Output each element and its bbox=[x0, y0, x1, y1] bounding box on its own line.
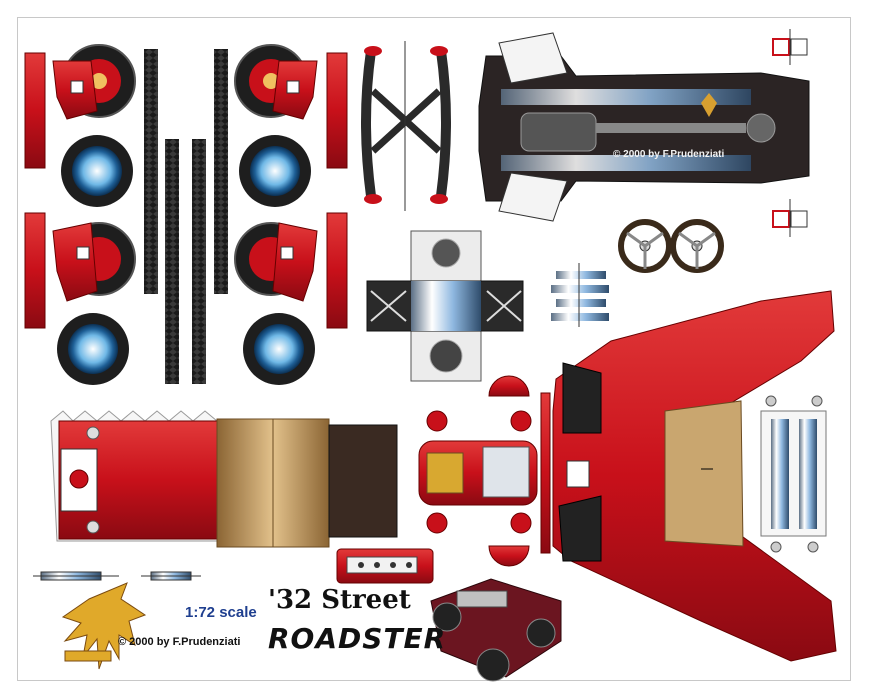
chassis-underside-part bbox=[478, 32, 810, 222]
rear-wheel-fender-part bbox=[234, 222, 318, 302]
windshield-frame-part bbox=[760, 395, 827, 553]
fender-cap-part bbox=[488, 545, 530, 567]
mirror-tab bbox=[772, 199, 808, 237]
rear-wheel-fender-part bbox=[52, 44, 136, 120]
steering-wheel-part bbox=[670, 219, 724, 273]
fender-strip bbox=[24, 52, 46, 169]
fender-strip bbox=[24, 212, 46, 329]
fender-strip bbox=[326, 212, 348, 329]
engine-box-part bbox=[366, 230, 524, 382]
hubcap-wheel bbox=[57, 313, 129, 385]
dashboard-part bbox=[336, 548, 434, 584]
tire-tread-strip bbox=[192, 139, 206, 384]
tire-tread-strip bbox=[144, 49, 158, 294]
tire-tread-strip bbox=[165, 139, 179, 384]
model-photo bbox=[430, 578, 562, 682]
hubcap-wheel bbox=[243, 313, 315, 385]
fender-strip bbox=[540, 392, 551, 554]
papercraft-sheet: © 2000 by F.Prudenziati bbox=[17, 17, 851, 682]
body-side-part bbox=[50, 410, 398, 548]
rear-wheel-fender-part bbox=[234, 44, 318, 120]
axle-part bbox=[33, 571, 201, 581]
fender-cap-part bbox=[488, 375, 530, 397]
phoenix-logo bbox=[61, 582, 147, 670]
rear-wheel-fender-part bbox=[52, 222, 136, 302]
model-title-line1: '32 Street bbox=[268, 585, 411, 615]
hubcap-wheel bbox=[239, 135, 311, 207]
body-shell-part bbox=[552, 290, 837, 662]
hubcap-wheel bbox=[61, 135, 133, 207]
tire-tread-strip bbox=[214, 49, 228, 294]
fender-strip bbox=[326, 52, 348, 169]
chassis-credit-text: © 2000 by F.Prudenziati bbox=[613, 149, 725, 160]
radiator-front-part bbox=[418, 410, 538, 534]
model-title-line2: ROADSTER bbox=[268, 622, 447, 655]
steering-wheel-part bbox=[618, 219, 672, 273]
frame-part bbox=[361, 41, 451, 211]
copyright-credit: © 2000 by F.Prudenziati bbox=[118, 636, 241, 648]
scale-label: 1:72 scale bbox=[185, 604, 257, 621]
small-exhaust-parts bbox=[551, 263, 609, 327]
mirror-tab bbox=[772, 29, 808, 65]
